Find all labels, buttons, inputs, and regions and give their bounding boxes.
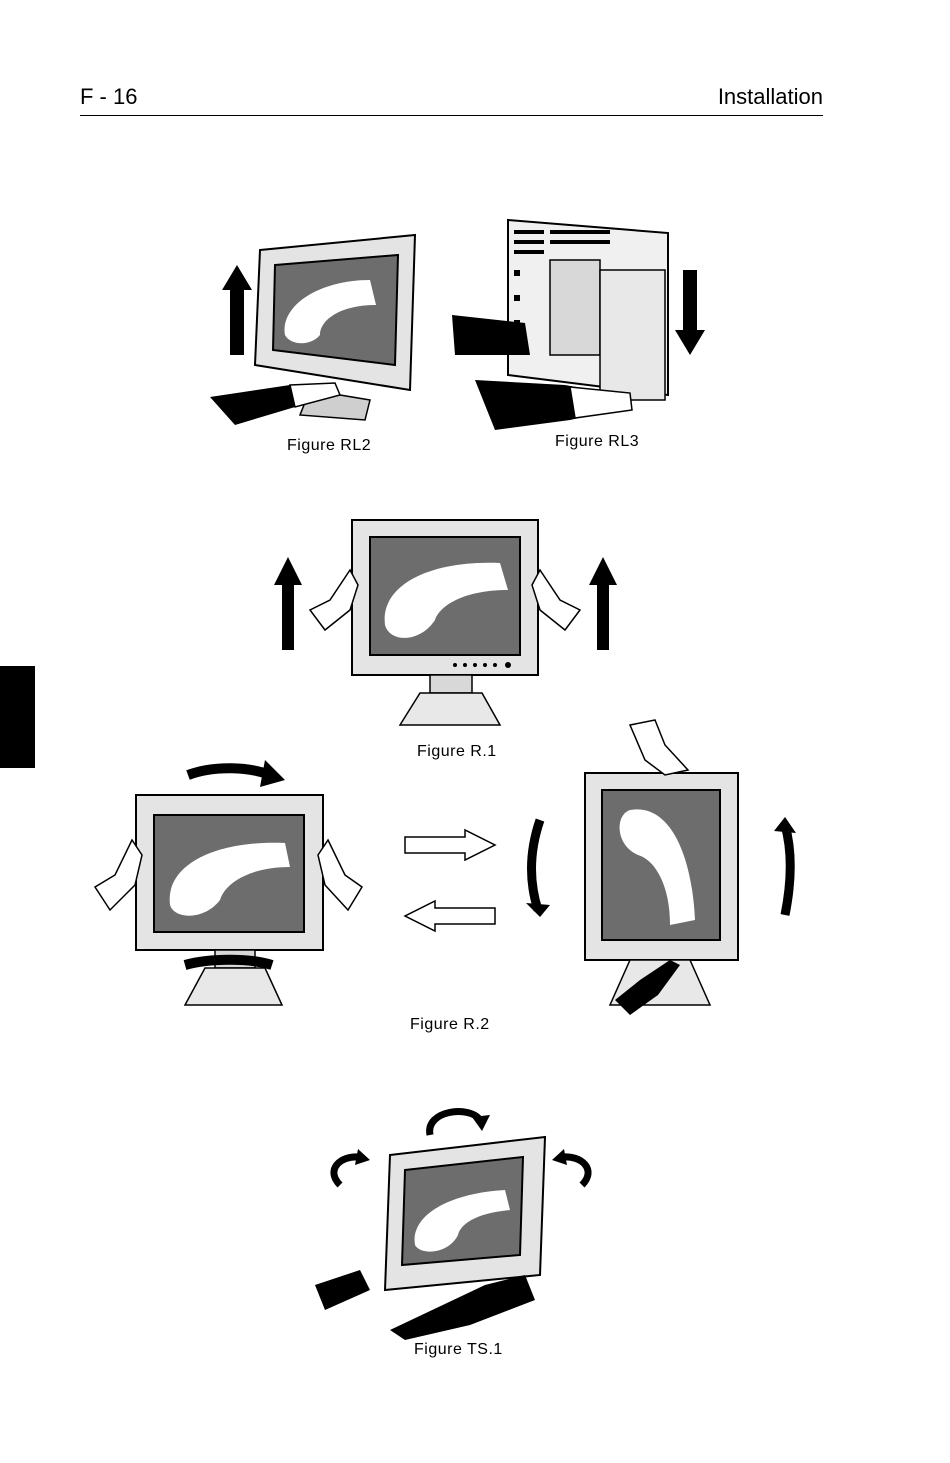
rotate-arrow-icon (355, 1149, 370, 1165)
figure-ts1-caption: Figure TS.1 (414, 1341, 503, 1358)
figure-r1-caption: Figure R.1 (417, 743, 497, 760)
figure-rl3-caption: Figure RL3 (555, 433, 640, 450)
figure-r2-illustration (93, 719, 796, 1015)
up-arrow-icon (222, 265, 252, 355)
rotate-arrow-icon (472, 1115, 490, 1131)
up-arrow-icon (274, 557, 302, 650)
figure-r2-caption: Figure R.2 (410, 1016, 490, 1033)
page-header: F - 16 Installation (80, 84, 823, 116)
rotate-arrow-icon (552, 1149, 567, 1165)
page-number: F - 16 (80, 84, 138, 109)
section-tab-marker (0, 666, 35, 768)
down-arrow-icon (675, 270, 705, 355)
figure-rl2-illustration (210, 233, 417, 425)
section-title: Installation (717, 84, 823, 109)
rotate-arrow-icon (260, 760, 285, 787)
up-arrow-icon (589, 557, 617, 650)
figure-rl2-caption: Figure RL2 (287, 437, 372, 454)
down-curved-arrow-icon (526, 903, 550, 917)
left-outline-arrow-icon (403, 899, 496, 933)
figure-rl3-illustration (452, 218, 705, 430)
right-outline-arrow-icon (404, 828, 497, 862)
up-curved-arrow-icon (774, 817, 796, 833)
figure-ts1-illustration (315, 1108, 592, 1340)
figure-r1-illustration (274, 519, 617, 726)
